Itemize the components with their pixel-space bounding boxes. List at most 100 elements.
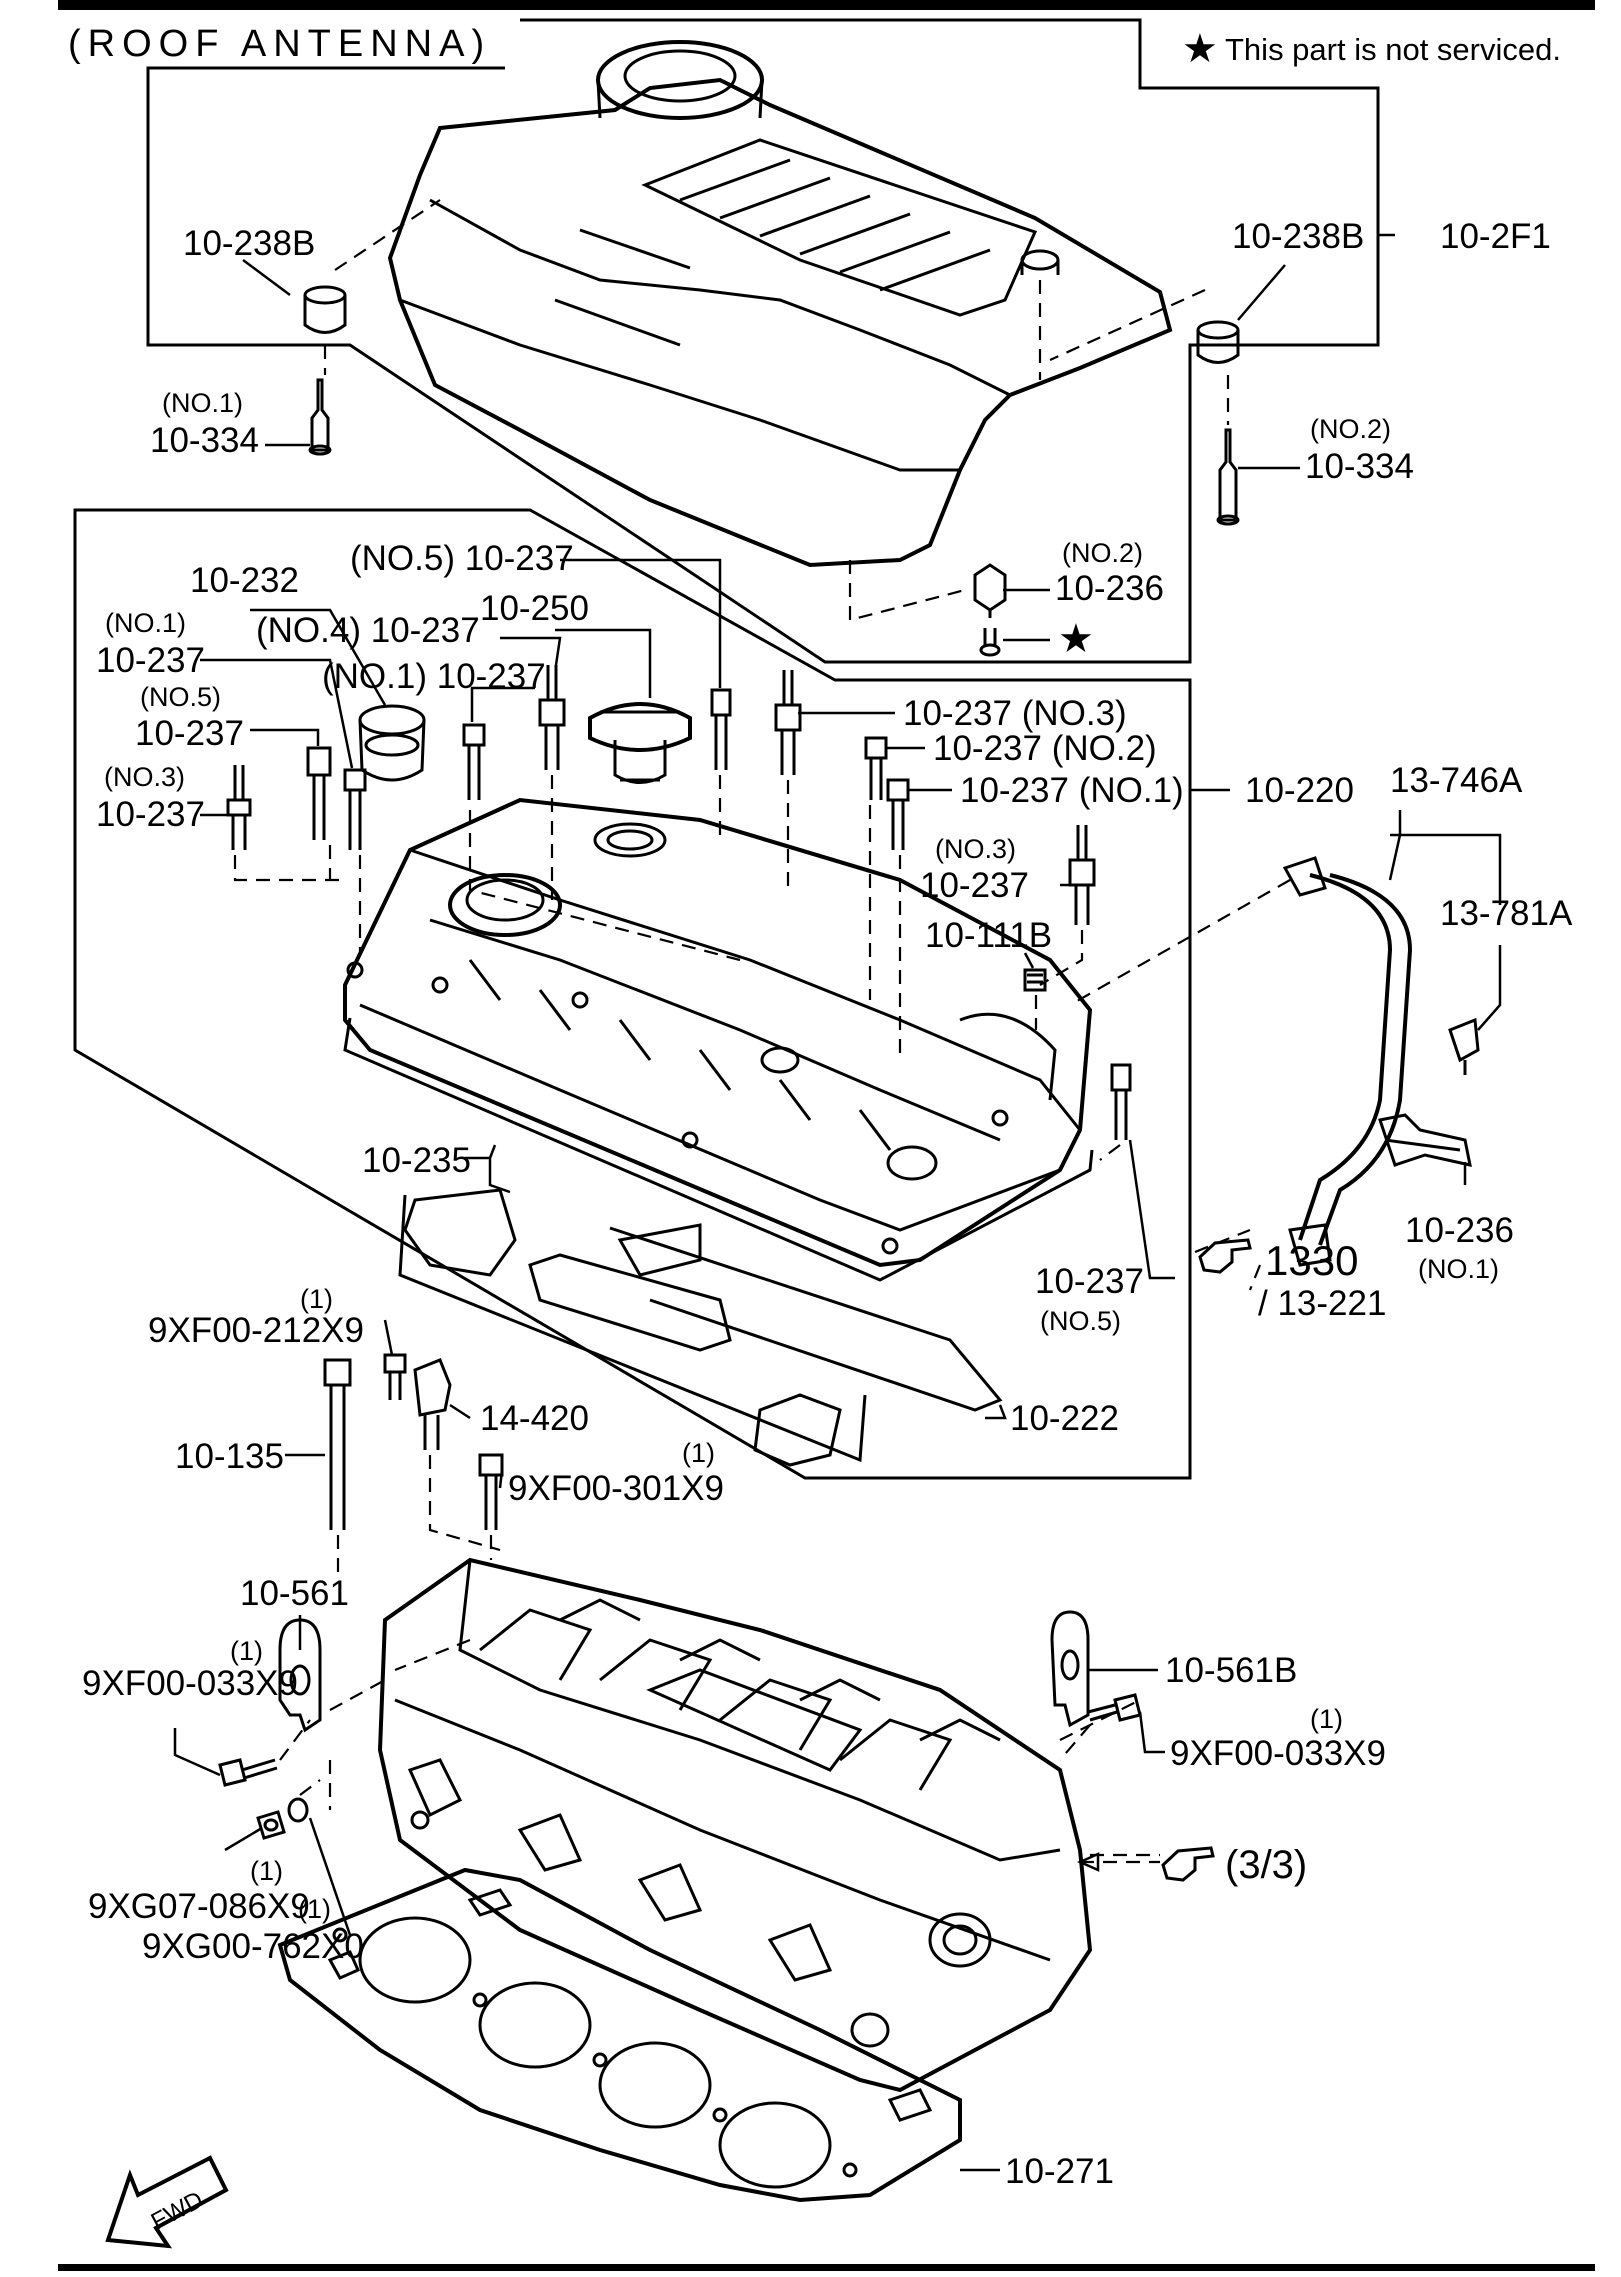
bolt-10-237-no5-top — [710, 688, 732, 770]
bolt-10-135 — [323, 1358, 352, 1530]
stud-10-334-right — [1216, 428, 1240, 526]
not-serviced-note: This part is not serviced. — [1225, 32, 1561, 67]
label-10-222: 10-222 — [1010, 1399, 1119, 1438]
cylinder-head — [377, 1557, 1093, 2093]
bolt-9XF00-033X9-right — [1087, 1693, 1142, 1722]
bracket-10-561 — [278, 1618, 322, 1733]
label-10-237-no3-left-no: (NO.3) — [104, 762, 185, 792]
section-title: (ROOF ANTENNA) — [68, 23, 491, 65]
label-10-236-top-no: (NO.2) — [1062, 538, 1143, 568]
label-10-238B-left: 10-238B — [183, 224, 315, 263]
label-13-781A: 13-781A — [1440, 894, 1573, 933]
label-10-561: 10-561 — [240, 1574, 349, 1613]
ref-link-3-3[interactable]: (3/3) — [1225, 1843, 1307, 1887]
label-10-237-no5-left: 10-237 — [135, 714, 244, 753]
bolt-10-237-no3-left — [226, 765, 252, 850]
clip-13-781A — [1448, 1017, 1480, 1075]
label-10-334-left-no: (NO.1) — [162, 388, 243, 418]
label-9XF00-212X9-qty: (1) — [300, 1284, 333, 1314]
head-cover-group-box — [73, 508, 1192, 1480]
gasket-10-235 — [343, 1017, 1094, 1282]
label-9XF00-301X9: 9XF00-301X9 — [508, 1469, 724, 1508]
label-9XG00-762X0-qty: (1) — [298, 1894, 331, 1924]
label-10-237-no5-top: (NO.5) 10-237 — [350, 539, 574, 578]
clip-10-236-no2 — [973, 563, 1007, 618]
plug-10-111B — [1023, 968, 1047, 992]
bolt-10-237-no1-left — [343, 768, 367, 850]
label-10-237-no4: (NO.4) 10-237 — [256, 611, 480, 650]
label-10-236-low-no: (NO.1) — [1418, 1254, 1499, 1284]
label-10-561B: 10-561B — [1165, 1651, 1297, 1690]
label-10-111B: 10-111B — [925, 916, 1052, 955]
seal-10-232 — [358, 704, 426, 782]
label-10-236-top: 10-236 — [1055, 569, 1164, 608]
hand-pointer-icon-3-3[interactable] — [1161, 1846, 1215, 1882]
grommet-10-238B-left — [303, 285, 347, 334]
bolt-star-unserviced — [979, 628, 1001, 657]
washer-9XG00-762X0 — [287, 1797, 309, 1823]
top-rule — [58, 0, 1595, 10]
label-9XG07-086X9-qty: (1) — [250, 1856, 283, 1886]
bolt-10-237-no2-right — [864, 736, 888, 800]
label-10-135: 10-135 — [175, 1437, 284, 1476]
label-10-2F1: 10-2F1 — [1440, 217, 1551, 256]
cover-group-box — [146, 18, 1380, 664]
label-10-237-r4: 10-237 — [920, 866, 1029, 905]
label-9XG00-762X0: 9XG00-762X0 — [142, 1927, 364, 1966]
hose-13-746A — [1282, 856, 1413, 1267]
label-9XF00-212X9: 9XF00-212X9 — [148, 1311, 364, 1350]
label-10-237-r1: 10-237 (NO.3) — [903, 694, 1127, 733]
label-9XG07-086X9: 9XG07-086X9 — [88, 1887, 310, 1926]
sensor-14-420 — [413, 1358, 452, 1450]
label-10-250: 10-250 — [480, 589, 589, 628]
label-10-235: 10-235 — [362, 1141, 471, 1180]
filler-cap-seal — [593, 822, 667, 858]
bolt-9XF00-033X9-left — [218, 1758, 278, 1787]
label-10-237-no1-left-no: (NO.1) — [105, 608, 186, 638]
label-10-237-r2: 10-237 (NO.2) — [933, 729, 1157, 768]
cylinder-head-cover — [343, 797, 1093, 1268]
hand-pointer-icon[interactable] — [1198, 1238, 1252, 1274]
head-gasket-10-271 — [277, 1867, 962, 2203]
grommet-10-238B-right — [1196, 320, 1240, 364]
label-10-334-right-no: (NO.2) — [1310, 414, 1391, 444]
label-10-237-no5-left-no: (NO.5) — [140, 682, 221, 712]
label-10-220: 10-220 — [1245, 771, 1354, 810]
ref-link-13-221[interactable]: / 13-221 — [1258, 1284, 1386, 1323]
bolt-10-237-no1-right — [886, 778, 910, 850]
label-9XF00-033X9-right-qty: (1) — [1310, 1704, 1343, 1734]
label-star-unserviced: ★ — [1058, 617, 1094, 661]
ref-link-1330[interactable]: 1330 — [1265, 1237, 1358, 1284]
label-10-237-no1-mid: (NO.1) 10-237 — [322, 657, 546, 696]
bolt-10-237-no4 — [538, 665, 566, 770]
gasket-10-222 — [398, 1188, 1003, 1467]
oil-filler-cap-10-250 — [588, 702, 692, 784]
bolt-10-237-no3-far-right — [1068, 825, 1096, 925]
engine-cover — [387, 40, 1173, 568]
bracket-10-236-no1 — [1378, 1113, 1472, 1167]
label-10-271: 10-271 — [1005, 2152, 1114, 2191]
bolt-10-237-no1-mid — [462, 723, 486, 800]
forward-direction-arrow — [105, 2155, 229, 2249]
label-10-237-r3: 10-237 (NO.1) — [960, 771, 1184, 810]
star-note-symbol: ★ — [1182, 27, 1218, 71]
label-14-420: 14-420 — [480, 1399, 589, 1438]
fwd-label: FWD — [147, 2186, 208, 2235]
bracket-10-561B — [1050, 1610, 1090, 1728]
label-10-237-no1-left: 10-237 — [96, 641, 205, 680]
label-9XF00-033X9-left-qty: (1) — [230, 1636, 263, 1666]
label-9XF00-033X9-right: 9XF00-033X9 — [1170, 1734, 1386, 1773]
bolt-10-237-no3-right — [774, 670, 802, 775]
bolt-9XF00-301X9 — [478, 1453, 504, 1530]
label-13-746A: 13-746A — [1390, 761, 1523, 800]
label-10-238B-right: 10-238B — [1232, 217, 1364, 256]
bolt-9XF00-212X9 — [383, 1353, 407, 1400]
label-10-232: 10-232 — [190, 561, 299, 600]
label-10-334-left: 10-334 — [150, 421, 259, 460]
label-10-237-no3-left: 10-237 — [96, 795, 205, 834]
label-10-334-right: 10-334 — [1305, 447, 1414, 486]
label-10-236-low: 10-236 — [1405, 1211, 1514, 1250]
leader-lines — [173, 233, 1502, 2172]
bolt-10-237-no5-low — [1110, 1063, 1132, 1140]
